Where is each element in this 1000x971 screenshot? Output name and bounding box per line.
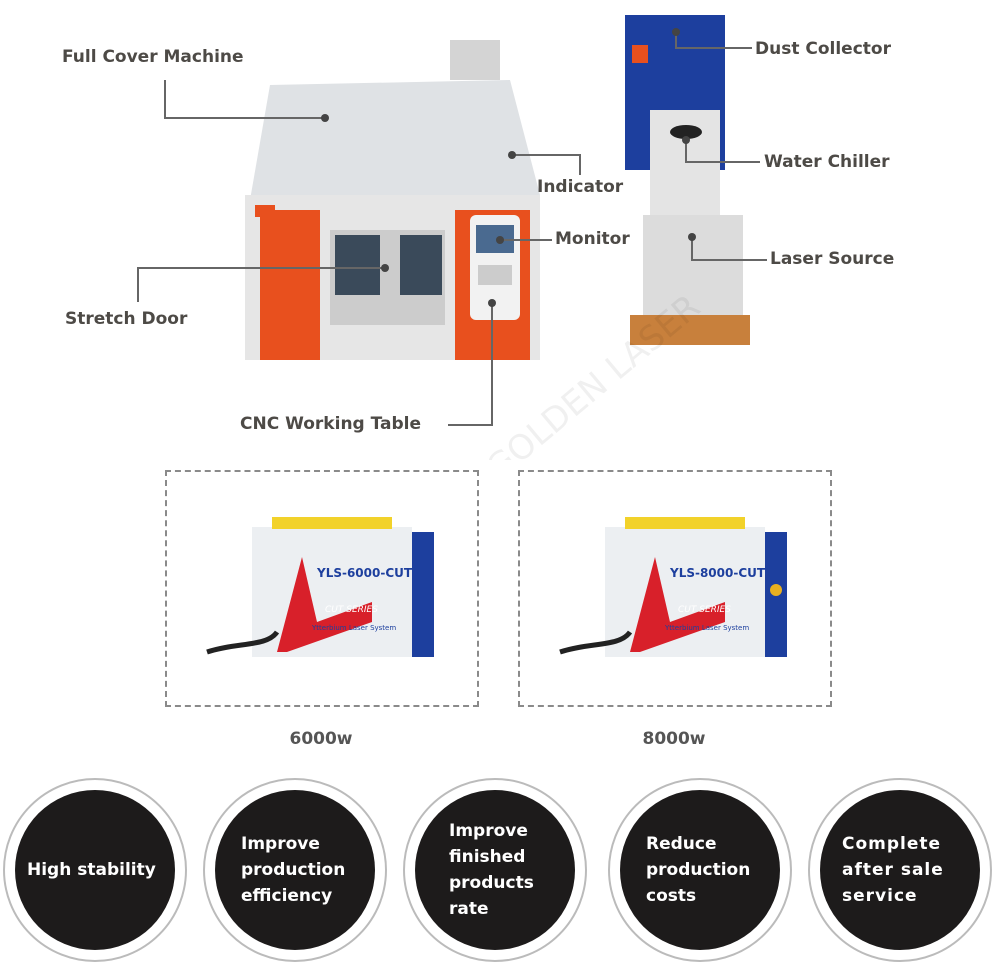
product-card-6000w: YLS-6000-CUT CUT SERIES Ytterbium Laser … [165, 470, 479, 707]
feature-badge: Reduce production costs [620, 790, 780, 950]
feature-badge: Complete after sale service [820, 790, 980, 950]
feature-badge: Improve finished products rate [415, 790, 575, 950]
svg-text:Ytterbium Laser System: Ytterbium Laser System [664, 624, 749, 632]
label-indicator: Indicator [537, 177, 624, 197]
svg-text:YLS-6000-CUT: YLS-6000-CUT [316, 566, 413, 580]
svg-text:CUT SERIES: CUT SERIES [325, 605, 378, 615]
feature-badge: Improve production efficiency [215, 790, 375, 950]
caption-6000w: 6000w [289, 729, 353, 749]
svg-text:CUT SERIES: CUT SERIES [678, 605, 731, 615]
full-cover-machine [245, 40, 540, 360]
machine-illustration: GOLDEN LASER [137, 15, 767, 460]
laser-source-8000-image: YLS-8000-CUT CUT SERIES Ytterbium Laser … [559, 517, 787, 657]
label-water-chiller: Water Chiller [764, 152, 890, 172]
label-laser-source: Laser Source [770, 249, 895, 269]
svg-text:Ytterbium Laser System: Ytterbium Laser System [311, 624, 396, 632]
water-chiller [650, 110, 720, 220]
svg-text:YLS-8000-CUT: YLS-8000-CUT [669, 566, 766, 580]
product-card-8000w: YLS-8000-CUT CUT SERIES Ytterbium Laser … [518, 470, 832, 707]
label-stretch-door: Stretch Door [65, 309, 188, 329]
feature-badge: High stability [15, 790, 175, 950]
label-full-cover-machine: Full Cover Machine [62, 47, 244, 67]
laser-source-6000-image: YLS-6000-CUT CUT SERIES Ytterbium Laser … [206, 517, 434, 657]
laser-source [630, 215, 750, 345]
label-monitor: Monitor [555, 229, 630, 249]
label-dust-collector: Dust Collector [755, 39, 891, 59]
label-cnc-working-table: CNC Working Table [240, 414, 422, 434]
caption-8000w: 8000w [642, 729, 706, 749]
